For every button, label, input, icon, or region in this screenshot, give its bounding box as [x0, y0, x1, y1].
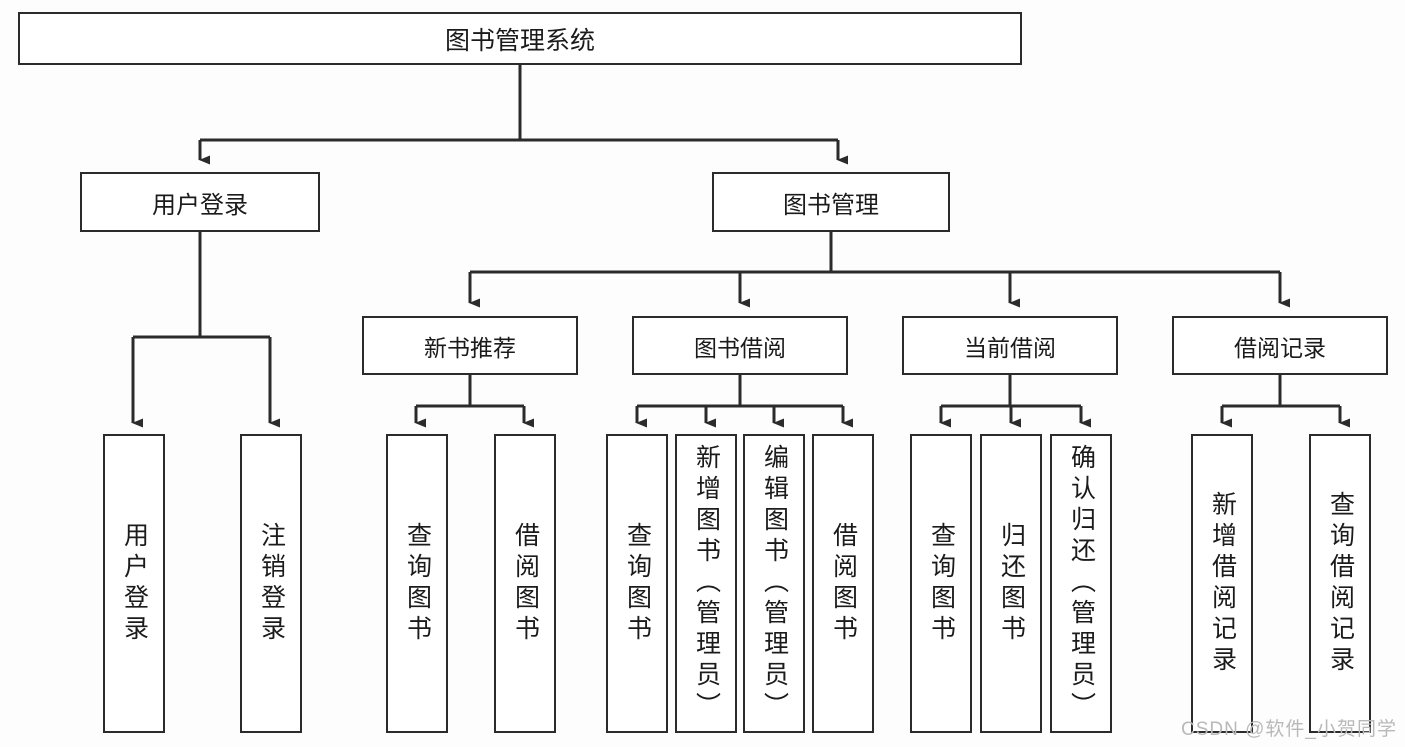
node-label: 新书推荐 — [424, 334, 516, 361]
node-label: 确认归还（管理员） — [1067, 444, 1096, 723]
node-label: 用户登录 — [120, 521, 149, 646]
node-leaf-user-login[interactable]: 用户登录 — [103, 434, 165, 733]
node-label: 图书借阅 — [694, 334, 786, 361]
node-label: 图书管理系统 — [444, 26, 595, 55]
node-book-borrow[interactable]: 图书借阅 — [632, 316, 848, 375]
node-label: 新增图书（管理员） — [692, 444, 721, 723]
node-leaf-confirm-return-admin[interactable]: 确认归还（管理员） — [1050, 434, 1112, 733]
node-label: 当前借阅 — [964, 334, 1056, 361]
node-leaf-edit-book-admin[interactable]: 编辑图书（管理员） — [743, 434, 805, 733]
node-leaf-add-book-admin[interactable]: 新增图书（管理员） — [675, 434, 737, 733]
node-label: 查询图书 — [623, 521, 652, 646]
node-label: 借阅图书 — [511, 521, 540, 646]
node-label: 借阅记录 — [1234, 334, 1326, 361]
watermark-csdn: CSDN @软件_小贺同学 — [1181, 719, 1397, 740]
node-label: 图书管理 — [783, 191, 879, 219]
node-leaf-borrow-book-recommend[interactable]: 借阅图书 — [494, 434, 556, 733]
node-leaf-query-borrow-record[interactable]: 查询借阅记录 — [1309, 434, 1371, 733]
node-leaf-query-book-borrow[interactable]: 查询图书 — [606, 434, 668, 733]
node-label: 查询图书 — [927, 521, 956, 646]
node-label: 查询图书 — [403, 521, 432, 646]
node-current-borrow[interactable]: 当前借阅 — [902, 316, 1118, 375]
node-label: 新增借阅记录 — [1208, 490, 1237, 677]
node-leaf-query-book-current[interactable]: 查询图书 — [910, 434, 972, 733]
node-label: 用户登录 — [152, 191, 248, 219]
node-leaf-borrow-book[interactable]: 借阅图书 — [812, 434, 874, 733]
node-leaf-user-logout[interactable]: 注销登录 — [240, 434, 302, 733]
node-leaf-add-borrow-record[interactable]: 新增借阅记录 — [1191, 434, 1253, 733]
node-leaf-return-book[interactable]: 归还图书 — [980, 434, 1042, 733]
node-new-book-recommend[interactable]: 新书推荐 — [362, 316, 578, 375]
node-leaf-query-book-recommend[interactable]: 查询图书 — [386, 434, 448, 733]
node-root-book-management-system[interactable]: 图书管理系统 — [18, 12, 1022, 65]
node-user-login[interactable]: 用户登录 — [80, 172, 320, 232]
node-label: 注销登录 — [257, 521, 286, 646]
node-label: 归还图书 — [997, 521, 1026, 646]
node-label: 编辑图书（管理员） — [760, 444, 789, 723]
node-label: 借阅图书 — [829, 521, 858, 646]
node-label: 查询借阅记录 — [1326, 490, 1355, 677]
node-borrow-record[interactable]: 借阅记录 — [1172, 316, 1388, 375]
node-book-management[interactable]: 图书管理 — [712, 172, 950, 232]
